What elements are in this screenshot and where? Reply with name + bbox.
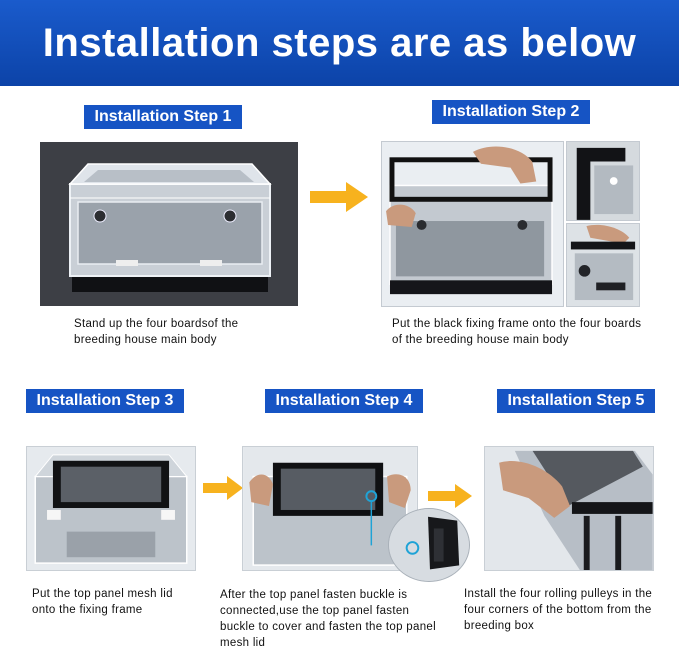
header-banner: Installation steps are as below — [0, 0, 679, 86]
step-2-photo — [381, 141, 564, 307]
frame-install-image — [382, 142, 563, 306]
buckle-fasten-image — [243, 447, 417, 570]
frame-corner-image — [567, 142, 639, 220]
arrow-right-icon — [428, 484, 472, 508]
step-4-photo — [242, 446, 418, 571]
step-2-detail-photo-bottom — [566, 223, 640, 307]
clear-box-image — [40, 142, 298, 306]
page-title: Installation steps are as below — [42, 20, 637, 65]
step-1-caption: Stand up the four boardsof the breeding … — [74, 318, 239, 346]
frame-latch-image — [567, 224, 639, 306]
step-2-detail-photo-top — [566, 141, 640, 221]
mesh-lid-image — [27, 447, 195, 570]
step-2-caption: Put the black fixing frame onto the four… — [392, 318, 642, 346]
step-2-label: Installation Step 2 — [432, 100, 590, 124]
arrow-right-icon — [310, 182, 368, 212]
pulley-install-image — [485, 447, 653, 570]
step-5-caption: Install the four rolling pulleys in the … — [464, 588, 653, 632]
step-4-label: Installation Step 4 — [265, 389, 423, 413]
step-5-photo — [484, 446, 654, 571]
step-3-caption: Put the top panel mesh lid onto the fixi… — [32, 588, 173, 616]
step-5-label: Installation Step 5 — [497, 389, 655, 413]
arrow-right-icon — [203, 476, 243, 500]
step-3-label: Installation Step 3 — [26, 389, 184, 413]
step-1-label: Installation Step 1 — [84, 105, 242, 129]
step-4-caption: After the top panel fasten buckle is con… — [220, 589, 436, 648]
buckle-closeup-image — [389, 509, 469, 581]
step-4-zoom-detail — [388, 508, 470, 582]
step-3-photo — [26, 446, 196, 571]
step-1-photo — [40, 142, 298, 306]
